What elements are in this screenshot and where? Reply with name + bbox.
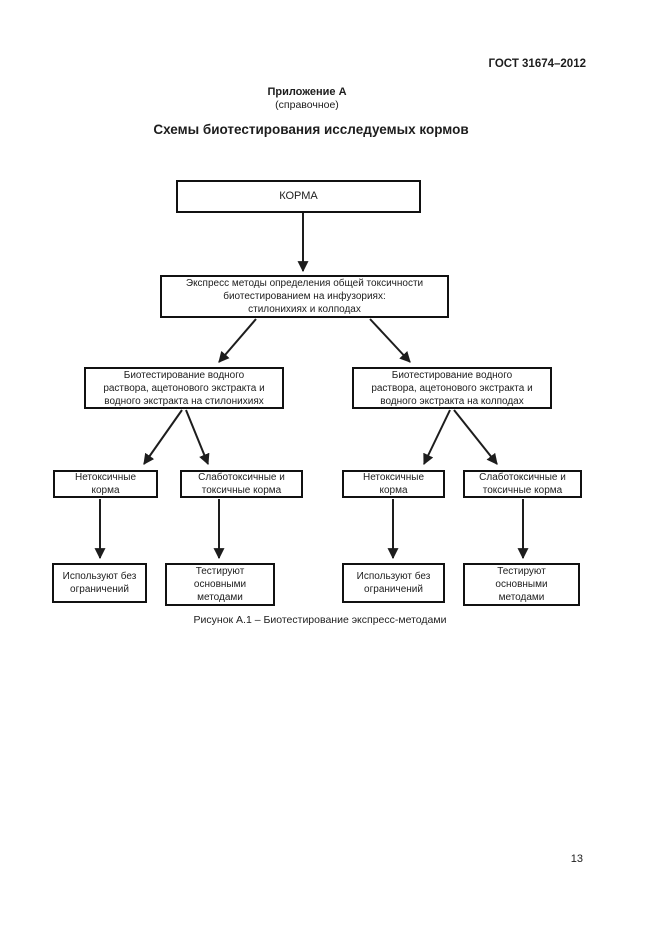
flow-node-express-methods: Экспресс методы определения общей токсич…	[160, 275, 449, 318]
flow-node-nontoxic-left: Нетоксичные корма	[53, 470, 158, 498]
flow-node-biotest-stylonychia: Биотестирование водного раствора, ацетон…	[84, 367, 284, 409]
figure-caption: Рисунок А.1 – Биотестирование экспресс-м…	[193, 614, 447, 626]
document-header-standard-number: ГОСТ 31674–2012	[488, 58, 586, 70]
flow-node-korma: КОРМА	[176, 180, 421, 213]
page-number: 13	[570, 853, 583, 865]
appendix-subtitle: (справочное)	[275, 99, 339, 111]
arrow-express-to-bio-left	[218, 318, 257, 363]
flow-node-use-without-limits-left: Используют без ограничений	[52, 563, 147, 603]
flow-node-test-basic-methods-right: Тестируют основными методами	[463, 563, 580, 606]
flow-node-nontoxic-right: Нетоксичные корма	[342, 470, 445, 498]
arrow-bio-left-to-lowtoxic	[185, 409, 210, 466]
arrow-bio-left-to-nontoxic	[143, 409, 183, 465]
flow-node-use-without-limits-right: Используют без ограничений	[342, 563, 445, 603]
appendix-title: Приложение А	[267, 86, 347, 98]
arrow-bio-right-to-nontoxic	[423, 409, 451, 465]
flow-node-lowtoxic-right: Слаботоксичные и токсичные корма	[463, 470, 582, 498]
arrow-express-to-bio-right	[369, 318, 411, 363]
flow-node-test-basic-methods-left: Тестируют основными методами	[165, 563, 275, 606]
flow-node-biotest-colpoda: Биотестирование водного раствора, ацетон…	[352, 367, 552, 409]
page-title: Схемы биотестирования исследуемых кормов	[153, 122, 469, 137]
flow-node-lowtoxic-left: Слаботоксичные и токсичные корма	[180, 470, 303, 498]
arrow-bio-right-to-lowtoxic	[453, 409, 498, 465]
